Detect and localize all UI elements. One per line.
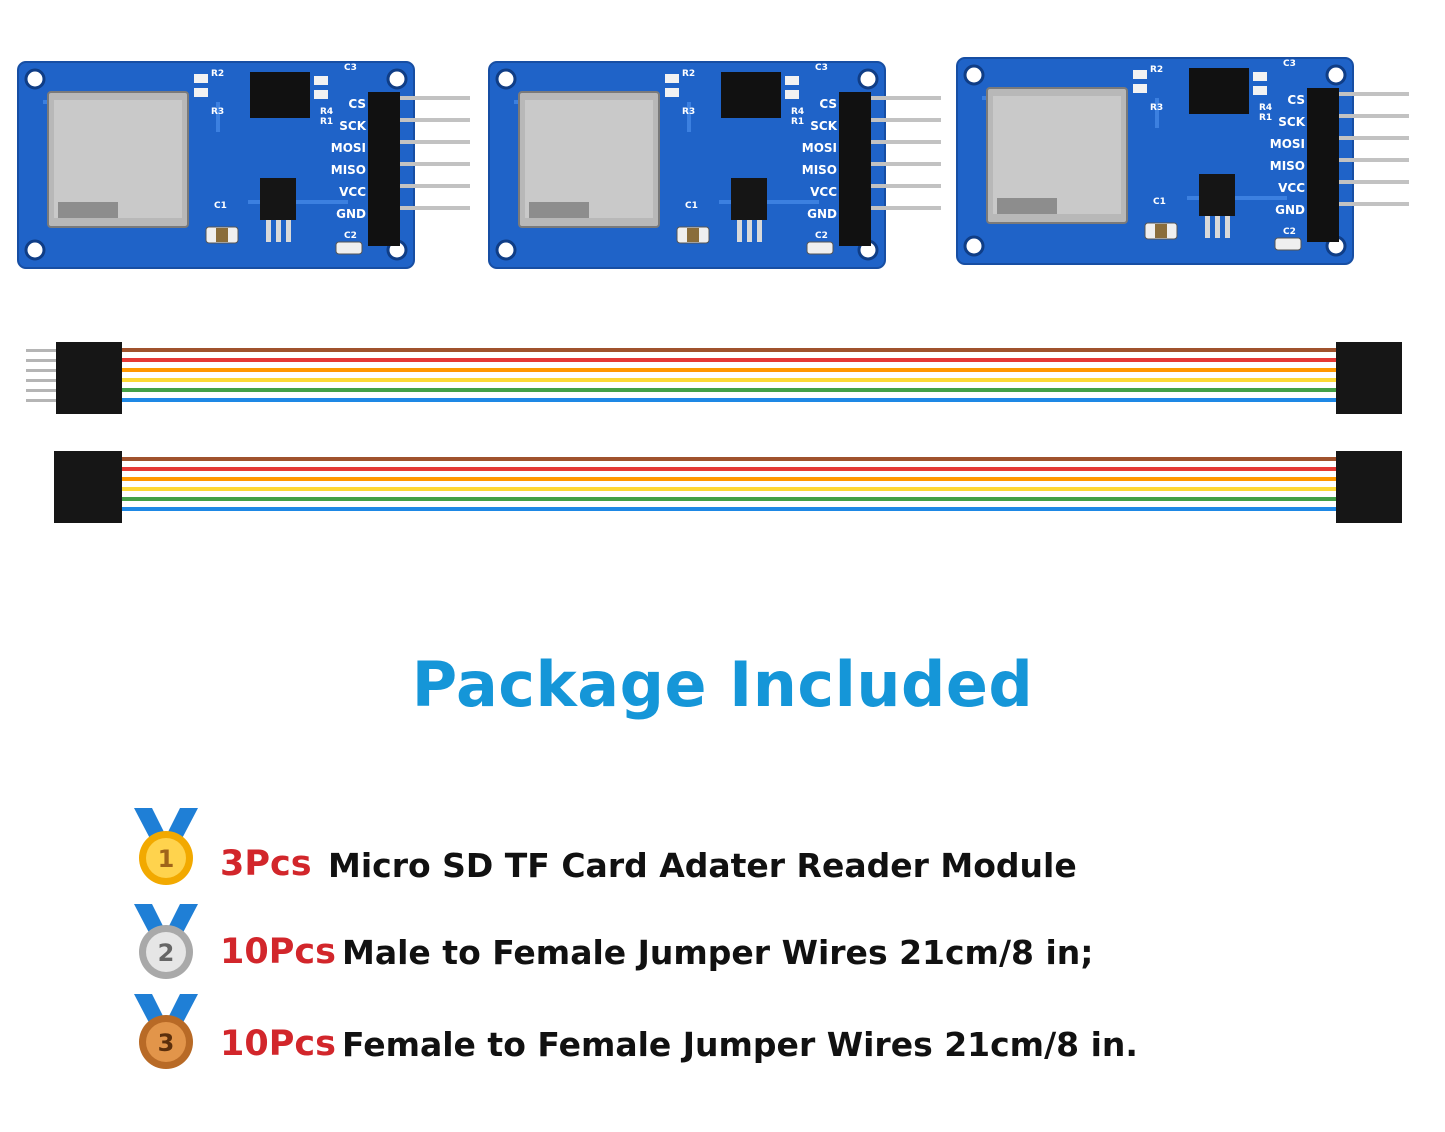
label-c3: C3 [815, 63, 828, 73]
label-r4: R4 [791, 107, 804, 117]
label-r3: R3 [682, 107, 695, 117]
item-quantity: 10Pcs [220, 932, 336, 972]
pin-label-gnd: GND [1275, 203, 1305, 217]
pin-label-mosi: MOSI [802, 141, 837, 155]
sd-module-1: CS SCK MOSI MISO VCC GND R2 R3 R4 R1 C1 … [16, 60, 472, 270]
item-description: Micro SD TF Card Adater Reader Module [328, 846, 1077, 885]
list-item: 3 10Pcs Female to Female Jumper Wires 21… [130, 992, 1330, 1082]
label-r2: R2 [682, 69, 695, 79]
female-connector-housing-right [1336, 451, 1402, 523]
pin-label-miso: MISO [802, 163, 837, 177]
pin-label-sck: SCK [810, 119, 837, 133]
pin-label-mosi: MOSI [331, 141, 366, 155]
pin-labels: CS SCK MOSI MISO VCC GND [1270, 93, 1306, 217]
label-r2: R2 [211, 69, 224, 79]
label-r4: R4 [320, 107, 333, 117]
sd-module-3: CS SCK MOSI MISO VCC GND R2 R3 R4 R1 C1 … [955, 56, 1411, 266]
sd-module-2: CS SCK MOSI MISO VCC GND R2 R3 R4 R1 C1 … [487, 60, 943, 270]
silver-medal-icon: 2 [134, 904, 198, 979]
label-c1: C1 [214, 201, 227, 211]
pin-label-vcc: VCC [1278, 181, 1305, 195]
pin-labels: CS SCK MOSI MISO VCC GND [802, 97, 838, 221]
pin-labels: CS SCK MOSI MISO VCC GND [331, 97, 367, 221]
label-r3: R3 [1150, 103, 1163, 113]
label-r1: R1 [1259, 113, 1272, 123]
item-description: Male to Female Jumper Wires 21cm/8 in; [342, 933, 1094, 972]
label-r3: R3 [211, 107, 224, 117]
item-quantity: 3Pcs [220, 844, 312, 884]
label-c2: C2 [1283, 227, 1296, 237]
pin-label-sck: SCK [1278, 115, 1305, 129]
product-illustration: CS SCK MOSI MISO VCC GND R2 R3 R4 R1 C1 … [16, 56, 1411, 523]
female-to-female-jumper-wires [54, 451, 1402, 523]
pin-label-cs: CS [819, 97, 837, 111]
pin-label-sck: SCK [339, 119, 366, 133]
label-r4: R4 [1259, 103, 1272, 113]
label-c1: C1 [1153, 197, 1166, 207]
pin-label-cs: CS [1287, 93, 1305, 107]
male-pins [26, 349, 58, 402]
item-description: Female to Female Jumper Wires 21cm/8 in. [342, 1025, 1138, 1064]
label-c2: C2 [344, 231, 357, 241]
pin-label-miso: MISO [1270, 159, 1305, 173]
component-labels: R2 R3 R4 R1 C1 C2 C3 [1150, 59, 1296, 237]
list-item: 1 3Pcs Micro SD TF Card Adater Reader Mo… [130, 806, 1330, 896]
female-connector-housing-left [54, 451, 122, 523]
female-connector-housing [1336, 342, 1402, 414]
label-r1: R1 [320, 117, 333, 127]
item-quantity: 10Pcs [220, 1024, 336, 1064]
label-c1: C1 [685, 201, 698, 211]
male-connector-housing [56, 342, 122, 414]
pin-label-cs: CS [348, 97, 366, 111]
medal-badge-number: 3 [158, 1029, 175, 1057]
male-to-female-jumper-wires [26, 342, 1402, 414]
label-c3: C3 [1283, 59, 1296, 69]
page-title: Package Included [411, 648, 1034, 721]
label-c2: C2 [815, 231, 828, 241]
bronze-medal-icon: 3 [134, 994, 198, 1069]
pin-label-vcc: VCC [339, 185, 366, 199]
medal-badge-number: 1 [158, 845, 175, 873]
label-r2: R2 [1150, 65, 1163, 75]
component-labels: R2 R3 R4 R1 C1 C2 C3 [682, 63, 828, 241]
medal-badge-number: 2 [158, 939, 175, 967]
pin-label-mosi: MOSI [1270, 137, 1305, 151]
pin-label-gnd: GND [336, 207, 366, 221]
pin-label-miso: MISO [331, 163, 366, 177]
gold-medal-icon: 1 [134, 808, 198, 885]
pin-label-vcc: VCC [810, 185, 837, 199]
pin-label-gnd: GND [807, 207, 837, 221]
list-item: 2 10Pcs Male to Female Jumper Wires 21cm… [130, 902, 1330, 992]
label-r1: R1 [791, 117, 804, 127]
label-c3: C3 [344, 63, 357, 73]
component-labels: R2 R3 R4 R1 C1 C2 C3 [211, 63, 357, 241]
